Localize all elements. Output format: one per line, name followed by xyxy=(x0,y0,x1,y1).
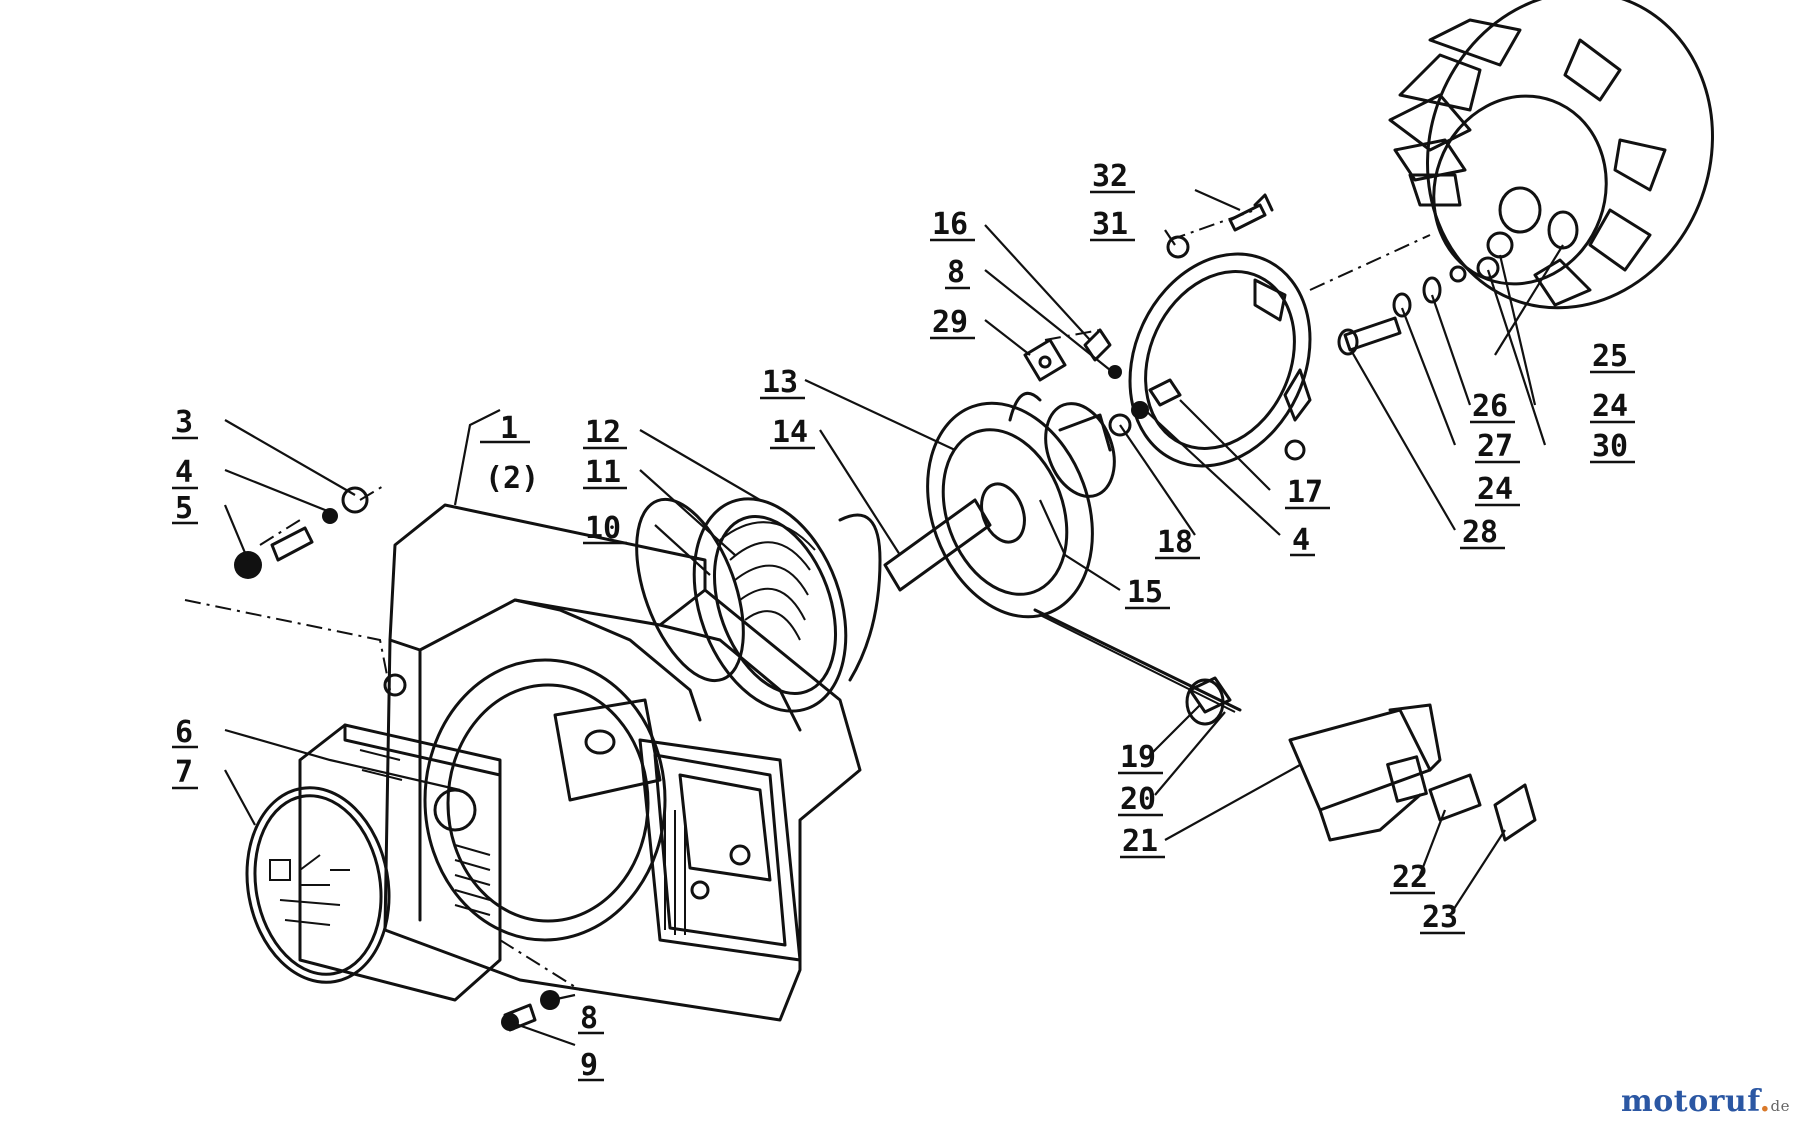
part-label-22: 22 xyxy=(1392,860,1428,895)
part-label-14: 14 xyxy=(772,415,808,450)
part-label-1: 1 xyxy=(500,411,518,446)
part-label-12: 12 xyxy=(585,415,621,450)
part-label-9: 9 xyxy=(580,1048,598,1083)
part-label-32: 32 xyxy=(1092,159,1128,194)
part-label-5: 5 xyxy=(175,491,193,526)
rewind-spring-assembly xyxy=(635,497,882,713)
starter-ring xyxy=(1128,235,1312,468)
part-label-30: 30 xyxy=(1592,429,1628,464)
part-label-15: 15 xyxy=(1127,575,1163,610)
part-label-27: 27 xyxy=(1477,429,1513,464)
part-label-29: 29 xyxy=(932,305,968,340)
leader-lines xyxy=(223,188,1564,1047)
part-label-28: 28 xyxy=(1462,515,1498,550)
part-label-8b: 8 xyxy=(947,255,965,290)
part-label-4b: 4 xyxy=(1292,523,1310,558)
part-label-19: 19 xyxy=(1120,740,1156,775)
starter-pulley-shaft xyxy=(883,391,1116,619)
watermark-dot: . xyxy=(1759,1084,1771,1119)
watermark-brand: motoruf xyxy=(1620,1084,1760,1119)
part-label-2: (2) xyxy=(485,461,539,496)
assembly-centerlines xyxy=(184,209,1431,991)
part-label-24: 24 xyxy=(1592,389,1628,424)
watermark-tld: de xyxy=(1770,1097,1790,1115)
small-hardware xyxy=(234,193,1537,1032)
part-label-25: 25 xyxy=(1592,339,1628,374)
part-label-26: 26 xyxy=(1472,389,1508,424)
flywheel xyxy=(1388,0,1714,310)
part-label-20: 20 xyxy=(1120,782,1156,817)
part-label-13: 13 xyxy=(762,365,798,400)
part-label-18: 18 xyxy=(1157,525,1193,560)
part-label-11: 11 xyxy=(585,455,621,490)
part-label-23: 23 xyxy=(1422,900,1458,935)
part-label-16: 16 xyxy=(932,207,968,242)
part-label-17: 17 xyxy=(1287,475,1323,510)
part-labels: 1 (2) 3 4 5 6 7 8 9 10 11 12 13 14 15 16… xyxy=(175,159,1628,1083)
part-label-24b: 24 xyxy=(1477,472,1513,507)
part-label-31: 31 xyxy=(1092,207,1128,242)
part-label-21: 21 xyxy=(1122,824,1158,859)
front-cover xyxy=(245,723,502,1002)
part-label-8: 8 xyxy=(580,1001,598,1036)
part-label-3: 3 xyxy=(175,405,193,440)
part-label-6: 6 xyxy=(175,715,193,750)
starter-housing xyxy=(383,503,862,1022)
label-underlines xyxy=(172,190,1635,1082)
part-label-7: 7 xyxy=(175,755,193,790)
watermark-logo: motoruf.de xyxy=(1621,1084,1790,1119)
part-label-4: 4 xyxy=(175,455,193,490)
part-label-10: 10 xyxy=(585,511,621,546)
